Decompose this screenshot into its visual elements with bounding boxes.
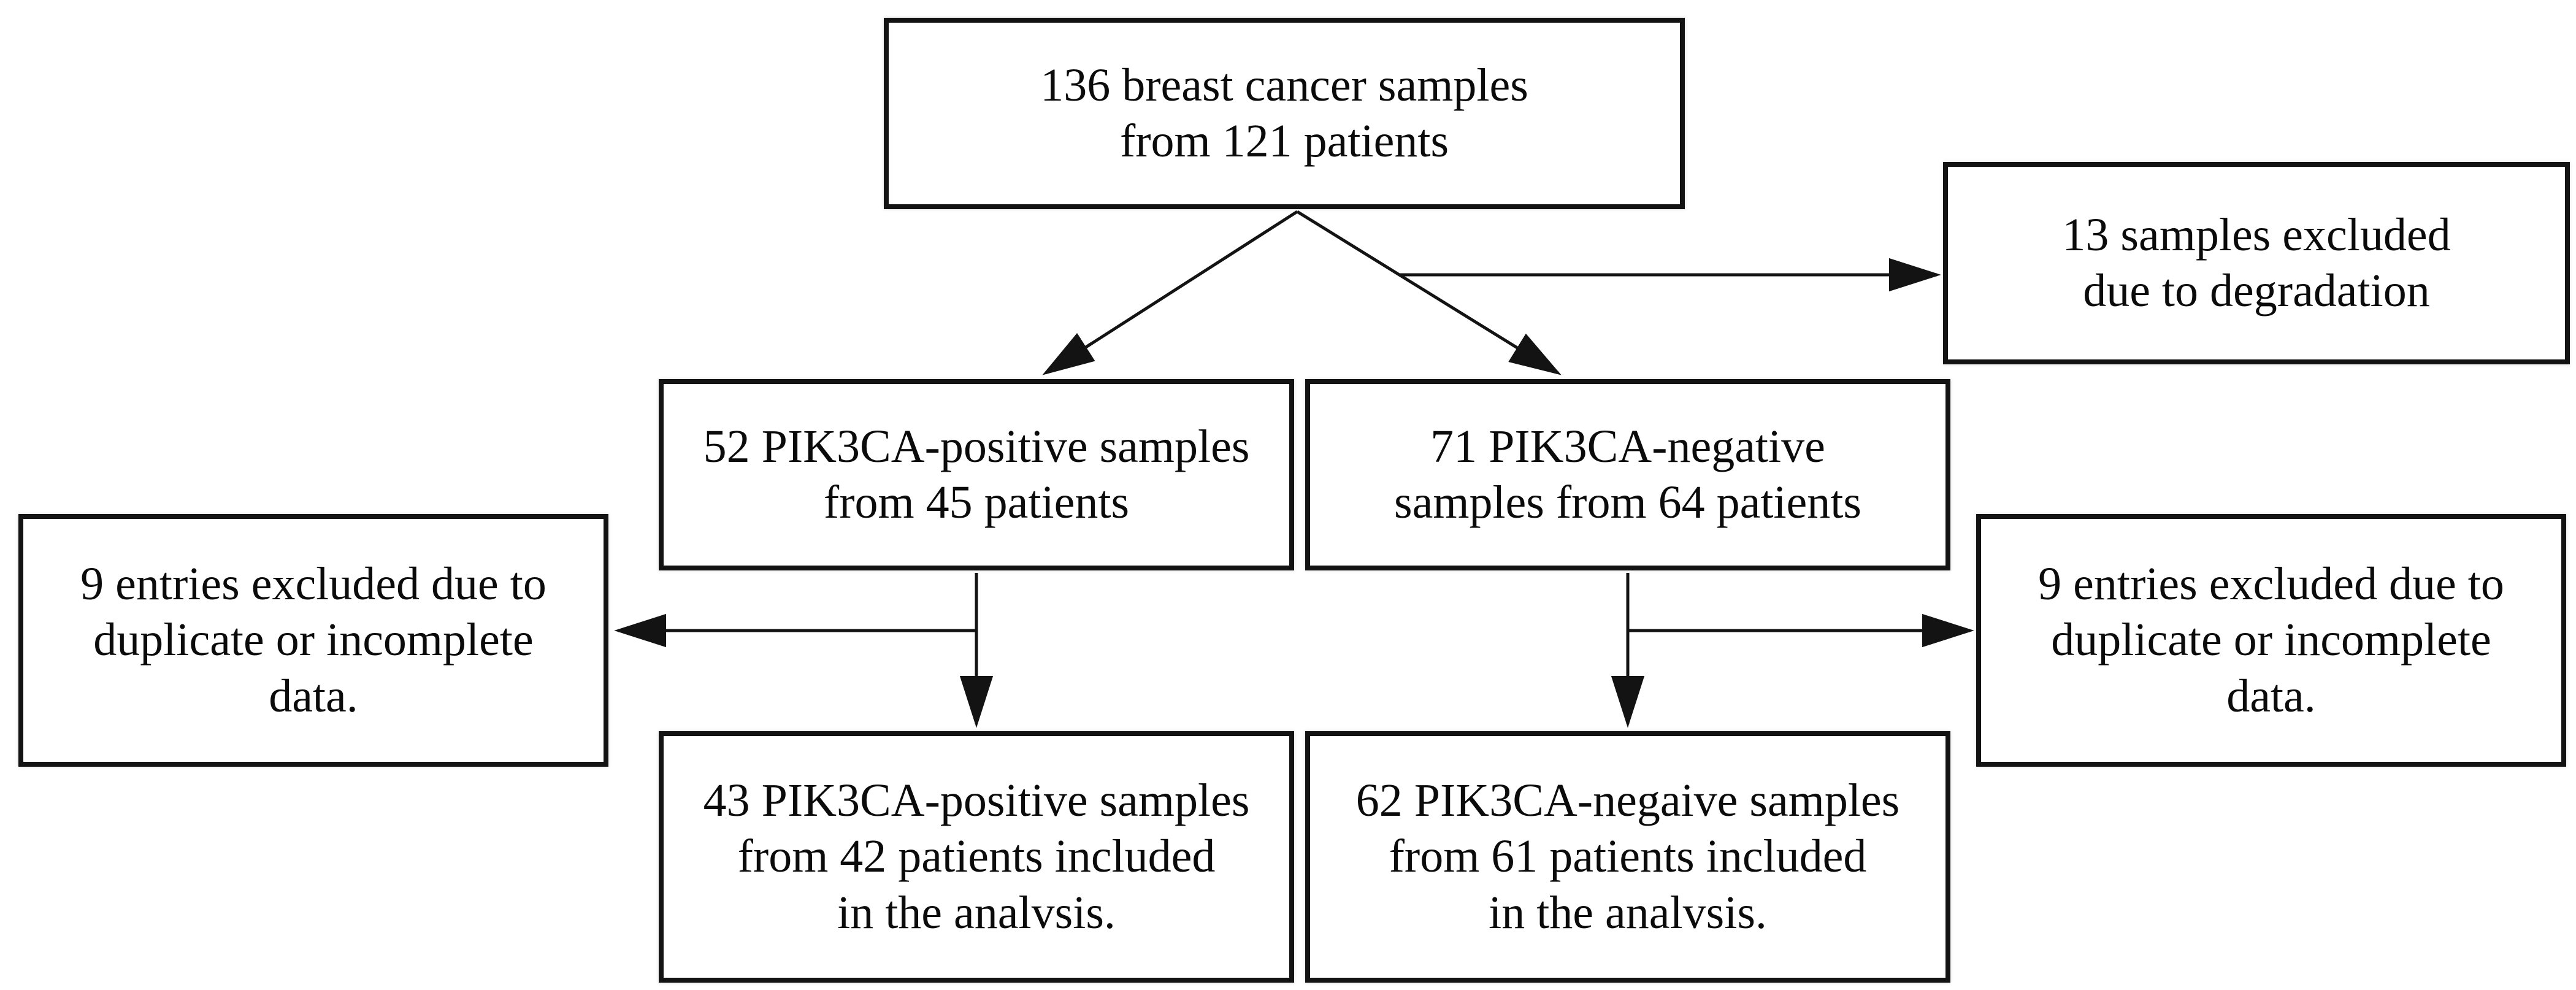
box-included-positive-analysis: 43 PIK3CA-positive samples from 42 patie… (659, 731, 1294, 983)
arrow-total-to-positive (1042, 210, 1298, 375)
arrow-total-to-negative (1296, 210, 1562, 375)
box-included-negative-analysis: 62 PIK3CA-negaive samples from 61 patien… (1305, 731, 1950, 983)
box-excluded-duplicate-right: 9 entries excluded due to duplicate or i… (1976, 514, 2566, 767)
box-pik3ca-positive-samples: 52 PIK3CA-positive samples from 45 patie… (659, 379, 1294, 570)
box-total-samples: 136 breast cancer samples from 121 patie… (884, 18, 1685, 209)
box-pik3ca-negative-samples: 71 PIK3CA-negative samples from 64 patie… (1305, 379, 1950, 570)
box-excluded-duplicate-left: 9 entries excluded due to duplicate or i… (18, 514, 608, 767)
box-excluded-degradation: 13 samples excluded due to degradation (1943, 162, 2570, 364)
